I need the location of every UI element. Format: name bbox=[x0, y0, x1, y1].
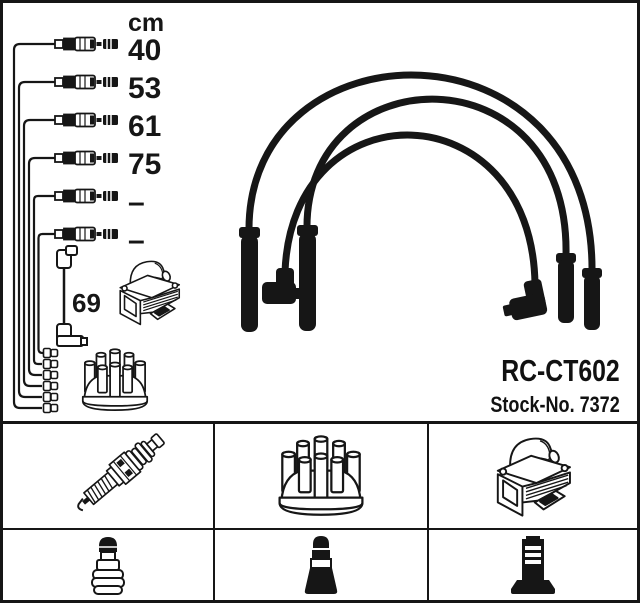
spark-plug-icon bbox=[76, 433, 165, 512]
cable-connector-symbol bbox=[54, 74, 119, 90]
component-legend bbox=[3, 424, 637, 600]
distributor-cap-drawing bbox=[81, 348, 149, 412]
legend-cell-spark-plug-boot bbox=[3, 528, 213, 600]
cable-length-label: 40 bbox=[128, 34, 161, 67]
spark-plug-boots bbox=[239, 225, 602, 332]
spark-plug-boot-icon bbox=[91, 537, 125, 595]
legend-cell-spark-plug bbox=[3, 424, 213, 528]
cable-length-label: – bbox=[128, 224, 145, 257]
unit-header: cm bbox=[128, 9, 164, 37]
coil-terminal-boot-icon bbox=[511, 536, 555, 594]
distributor-cap-icon bbox=[278, 435, 364, 516]
cable-rows: 40 53 61 75 – – bbox=[54, 34, 161, 257]
cable-connector-symbol bbox=[54, 112, 119, 128]
product-code: RC-CT602 bbox=[501, 353, 620, 388]
length-schematic: cm 40 53 bbox=[12, 9, 181, 414]
distributor-boot-icon bbox=[304, 536, 338, 594]
cable-length-label: 61 bbox=[128, 110, 161, 143]
distributor-terminal-stack bbox=[42, 347, 59, 414]
cable-length-label: – bbox=[128, 186, 145, 219]
legend-cell-distributor-boot bbox=[213, 528, 427, 600]
cable-set-photo bbox=[239, 71, 602, 332]
coil-wire-length-label: 69 bbox=[72, 288, 101, 318]
cable-connector-symbol bbox=[54, 188, 119, 204]
diagram-canvas: cm 40 53 bbox=[12, 9, 602, 414]
cable-leads bbox=[12, 42, 56, 410]
stock-number: Stock-No. 7372 bbox=[490, 392, 620, 417]
ignition-cables bbox=[245, 71, 596, 288]
legend-cell-coil-terminal-boot bbox=[427, 528, 637, 600]
elbow-boot-right bbox=[502, 279, 548, 321]
cable-connector-symbol bbox=[54, 226, 119, 242]
ignition-coil-drawing bbox=[119, 260, 181, 326]
cable-length-label: 53 bbox=[128, 72, 161, 105]
elbow-boot-left bbox=[262, 268, 303, 304]
product-code-block: RC-CT602 Stock-No. 7372 bbox=[462, 355, 620, 416]
legend-cell-ignition-coil bbox=[427, 424, 637, 528]
legend-cell-distributor-cap bbox=[213, 424, 427, 528]
cable-length-label: 75 bbox=[128, 148, 161, 181]
coil-wire: 69 bbox=[56, 245, 101, 347]
cable-connector-symbol bbox=[54, 150, 119, 166]
top-section: cm 40 53 bbox=[3, 3, 637, 424]
ignition-coil-icon bbox=[496, 437, 571, 517]
cable-connector-symbol bbox=[54, 36, 119, 52]
